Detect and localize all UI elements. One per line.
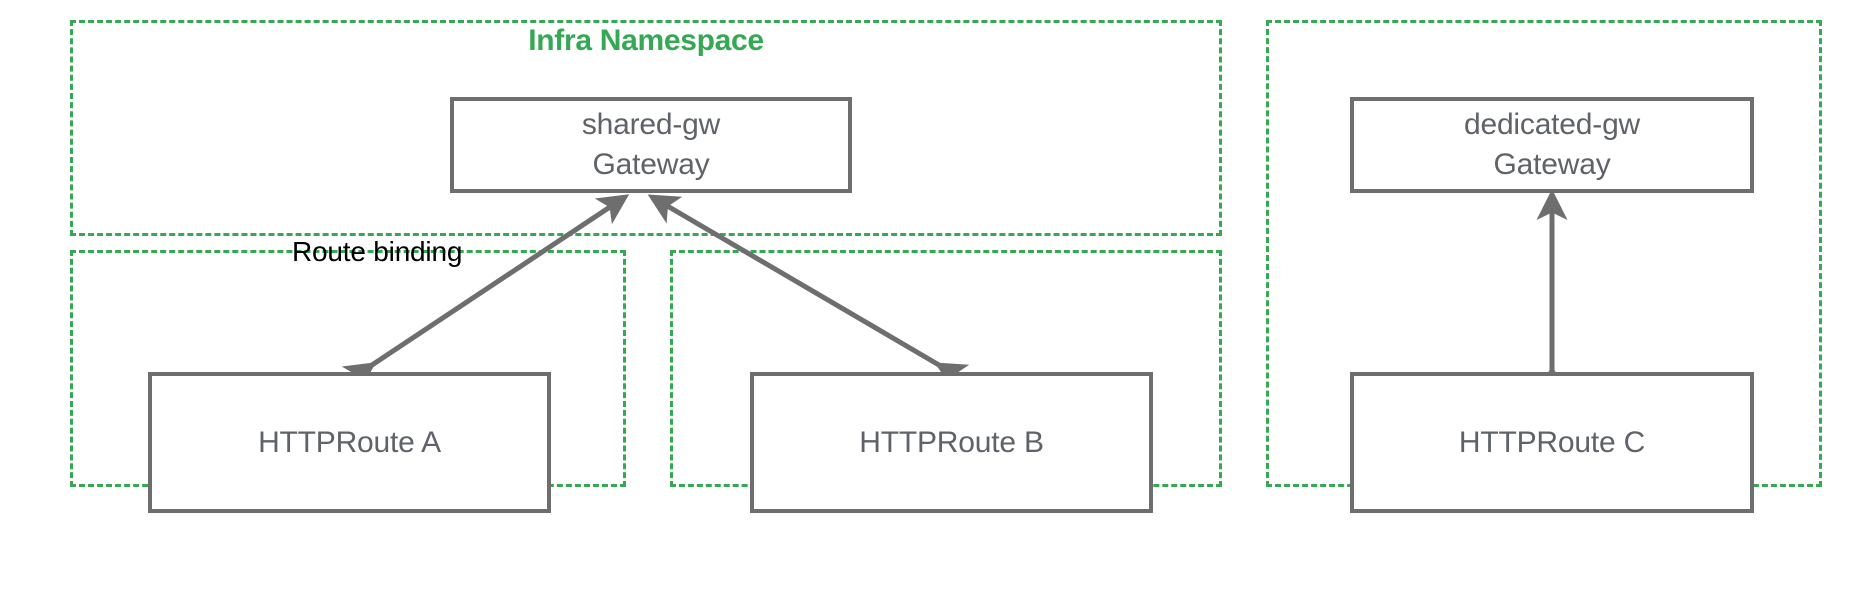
node-httproute-c[interactable]: HTTPRoute C [1350, 372, 1754, 513]
node-httproute-b[interactable]: HTTPRoute B [750, 372, 1153, 513]
namespace-container-infra [70, 20, 1222, 236]
node-shared-gw-kind: Gateway [592, 148, 710, 181]
node-httproute-c-name: HTTPRoute C [1458, 425, 1646, 459]
namespace-label-infra: Infra Namespace [528, 24, 764, 57]
node-dedicated-gw-kind: Gateway [1493, 148, 1611, 181]
node-httproute-a[interactable]: HTTPRoute A [148, 372, 551, 513]
edge-label-route-binding: Route binding [292, 236, 463, 267]
node-dedicated-gw[interactable]: dedicated-gw Gateway [1350, 97, 1754, 193]
node-dedicated-gw-name: dedicated-gw [1463, 108, 1641, 141]
node-httproute-a-name: HTTPRoute A [258, 425, 441, 459]
node-httproute-b-name: HTTPRoute B [859, 425, 1044, 459]
node-shared-gw[interactable]: shared-gw Gateway [450, 97, 852, 193]
node-shared-gw-name: shared-gw [581, 108, 721, 141]
